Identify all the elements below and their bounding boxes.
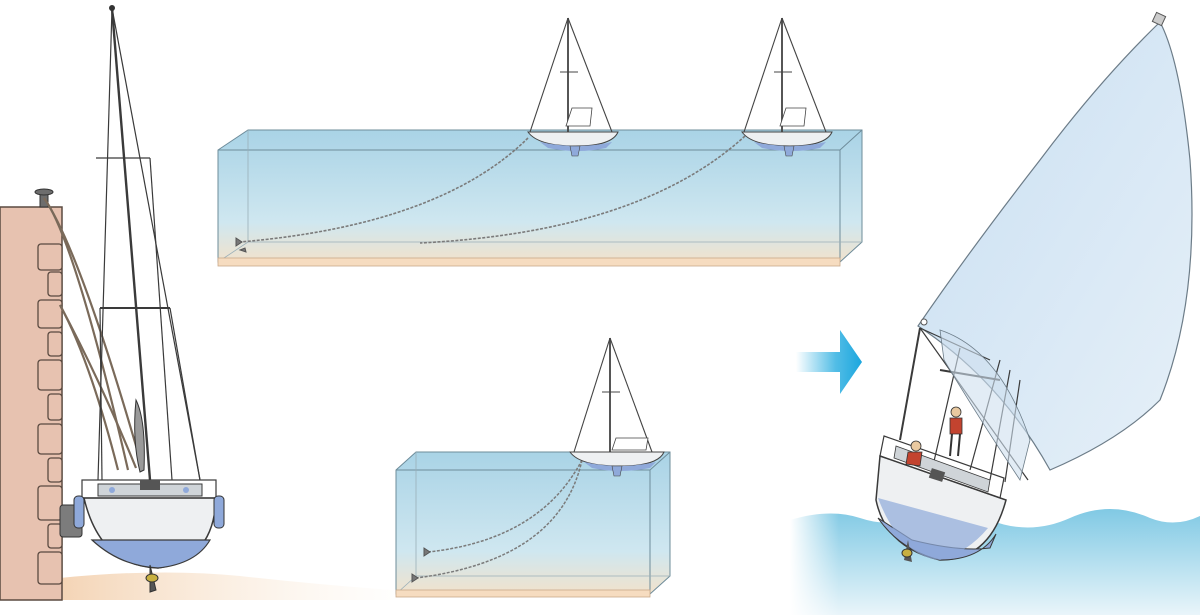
spinnaker-scene <box>790 11 1200 615</box>
quay-yacht-rigging <box>96 7 201 481</box>
bollard-icon <box>34 188 54 208</box>
shallow-anchor-lines <box>415 459 583 579</box>
deep-anchoring-scene <box>217 17 863 267</box>
quay-scene <box>0 5 420 601</box>
spinnaker-sail <box>917 21 1193 471</box>
shallow-anchoring-scene <box>395 337 671 598</box>
deep-anchor-icons <box>235 237 247 253</box>
crew-member-standing <box>949 406 963 457</box>
right-arrow-icon <box>796 330 862 394</box>
shallow-yacht <box>569 337 665 477</box>
quay-wall-stones <box>37 243 63 585</box>
quay-mooring-lines <box>43 197 145 471</box>
deep-yacht-2 <box>741 17 833 157</box>
crew-member-sitting <box>905 440 923 467</box>
quay-yacht-hull <box>73 479 225 593</box>
deep-anchor-chains <box>239 135 746 244</box>
deep-yacht-1 <box>527 17 619 157</box>
quay-seabed <box>60 572 420 600</box>
shallow-anchor-icons <box>411 547 431 583</box>
